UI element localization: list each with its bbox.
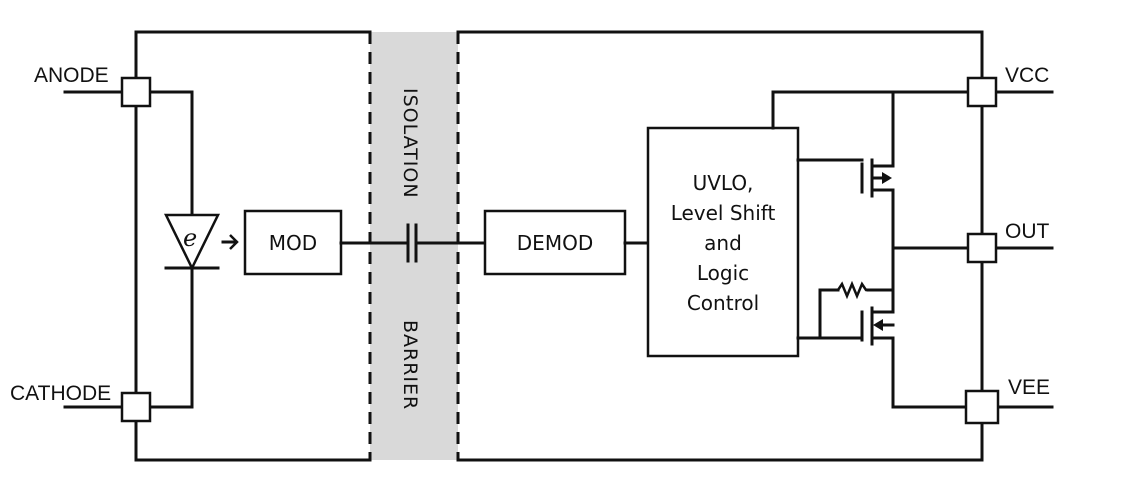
isolation-barrier-fill (370, 32, 458, 460)
output-pin-wiring (994, 90, 1054, 409)
logic-line-1: UVLO, (693, 171, 754, 195)
anode-pin (120, 76, 152, 108)
isolation-barrier: ISOLATION BARRIER (368, 32, 460, 460)
cathode-pin (120, 391, 152, 423)
mod-label: MOD (269, 231, 317, 255)
out-label: OUT (1005, 220, 1050, 243)
low-side-transistor-icon (860, 306, 895, 346)
led-symbol-label: e (183, 224, 197, 252)
demod-block (483, 209, 627, 276)
logic-line-3: and (704, 231, 742, 255)
logic-line-4: Logic (697, 261, 749, 285)
output-stage-wiring (771, 90, 970, 409)
logic-line-2: Level Shift (671, 201, 776, 225)
vcc-pin (966, 76, 998, 108)
light-arrowhead-icon (229, 234, 239, 250)
vee-pin (964, 389, 1000, 425)
logic-control-block (646, 126, 800, 358)
cathode-label: CATHODE (10, 382, 111, 405)
logic-line-5: Control (687, 291, 759, 315)
isolation-capacitor-icon (339, 223, 487, 263)
led-icon: e (163, 213, 239, 271)
vee-label: VEE (1008, 376, 1050, 399)
resistor-icon (836, 280, 868, 300)
vcc-label: VCC (1005, 64, 1049, 87)
barrier-label: BARRIER (399, 320, 421, 410)
demod-label: DEMOD (517, 231, 593, 255)
anode-label: ANODE (34, 64, 109, 87)
high-side-transistor-icon (860, 158, 895, 198)
out-pin (966, 232, 998, 264)
input-wiring (63, 90, 194, 409)
isolation-label: ISOLATION (399, 88, 421, 199)
